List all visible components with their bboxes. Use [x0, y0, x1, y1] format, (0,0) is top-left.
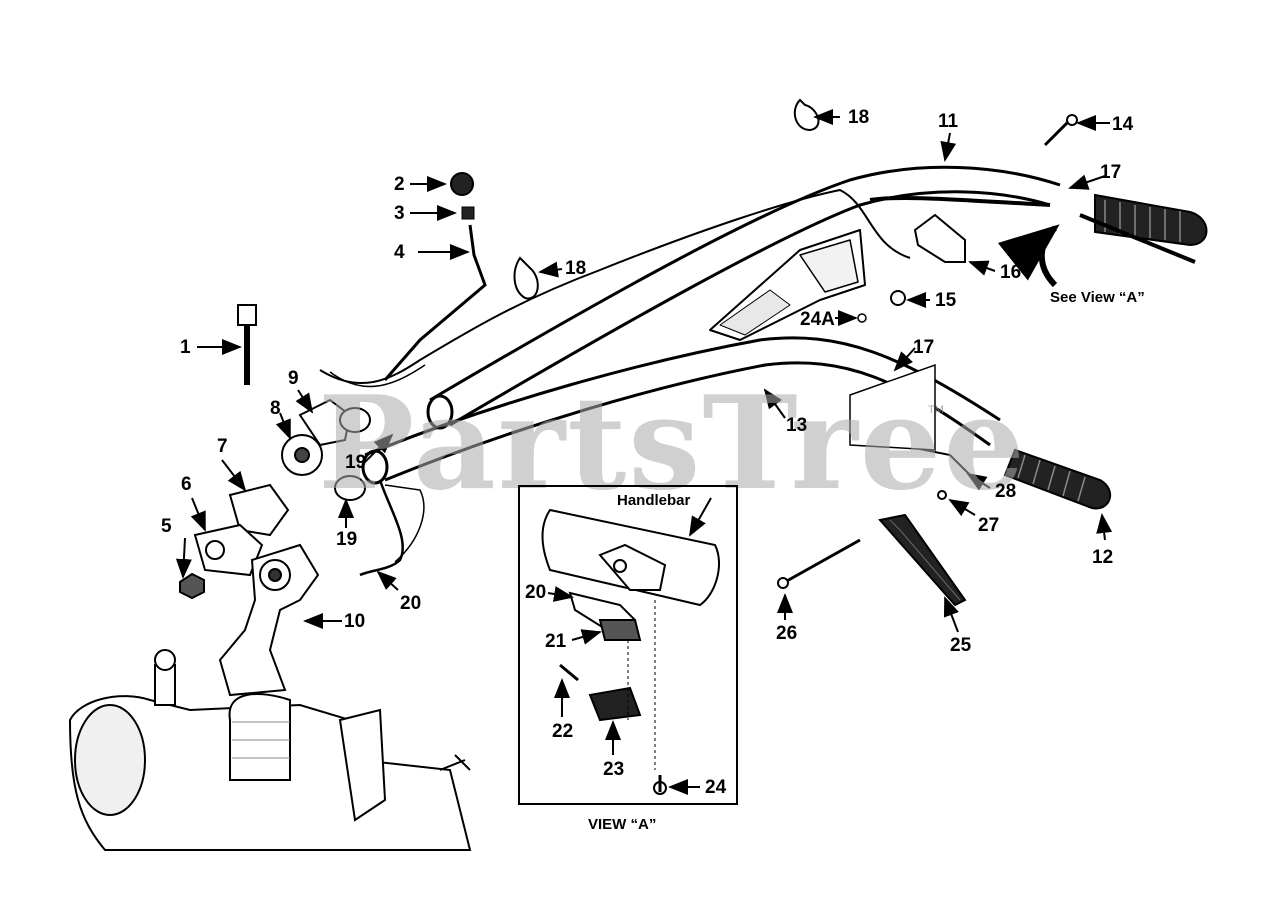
callout-22: 22: [552, 721, 574, 742]
callout-6: 6: [181, 474, 192, 495]
bolt-14: [1043, 118, 1072, 147]
grip-lower: [1003, 448, 1112, 510]
screw-24a: [857, 313, 867, 323]
bracket-16: [913, 213, 966, 263]
rod-4: [383, 224, 487, 381]
collar-3: [461, 206, 475, 220]
leader-arrows: [175, 109, 1113, 795]
engine-housing: [68, 649, 472, 851]
cables: [319, 188, 1051, 577]
view-a-contents: [541, 508, 720, 795]
callout-4: 4: [394, 242, 405, 263]
trademark-mark: TM: [928, 404, 944, 416]
callout-24: 24: [705, 777, 727, 798]
see-view-arrow: [997, 224, 1060, 288]
callout-11: 11: [938, 111, 959, 132]
callout-7: 7: [217, 436, 228, 457]
callout-20-main: 20: [400, 593, 422, 614]
lever-upper: [1079, 213, 1196, 264]
callout-19-upper: 19: [345, 452, 367, 473]
callout-2: 2: [394, 174, 405, 195]
see-view-a-label: See View “A”: [1050, 289, 1145, 306]
handlebar-label: Handlebar: [617, 492, 691, 509]
callout-18-right: 18: [848, 107, 870, 128]
nut-15: [890, 290, 906, 306]
washer-27: [937, 490, 947, 500]
callout-27: 27: [978, 515, 1000, 536]
pin-26: [784, 538, 861, 584]
callout-19-lower: 19: [336, 529, 358, 550]
callout-3: 3: [394, 203, 405, 224]
tie-18-left: [513, 256, 539, 300]
pin-26-head: [777, 577, 789, 589]
callout-10: 10: [344, 611, 366, 632]
callout-24a: 24A: [800, 309, 835, 330]
bolt-1-head: [237, 304, 257, 326]
callout-18-left: 18: [565, 258, 587, 279]
view-a-caption: VIEW “A”: [588, 816, 657, 833]
callout-1: 1: [180, 337, 191, 358]
callout-5: 5: [161, 516, 172, 537]
view-a-inset-frame: [518, 485, 738, 805]
callout-13: 13: [786, 415, 808, 436]
callout-16: 16: [1000, 262, 1022, 283]
callout-21: 21: [545, 631, 567, 652]
callout-12: 12: [1092, 547, 1114, 568]
callout-28: 28: [995, 481, 1017, 502]
callout-26: 26: [776, 623, 798, 644]
callout-14: 14: [1112, 114, 1134, 135]
callout-17-upper: 17: [1100, 162, 1122, 183]
callout-9: 9: [288, 368, 299, 389]
callout-8: 8: [270, 398, 281, 419]
lever-assembly-25: [878, 513, 967, 607]
grip-upper: [1094, 193, 1208, 247]
plate-17-lower: [849, 363, 936, 451]
bolt-14-head: [1066, 114, 1078, 126]
handlebar-assembly: [361, 165, 1061, 485]
tie-18-right: [793, 98, 820, 132]
callout-20-view-a: 20: [525, 582, 547, 603]
callout-25: 25: [950, 635, 972, 656]
callout-23: 23: [603, 759, 625, 780]
callout-17-lower: 17: [913, 337, 935, 358]
knob-2: [450, 172, 474, 196]
callout-15: 15: [935, 290, 957, 311]
